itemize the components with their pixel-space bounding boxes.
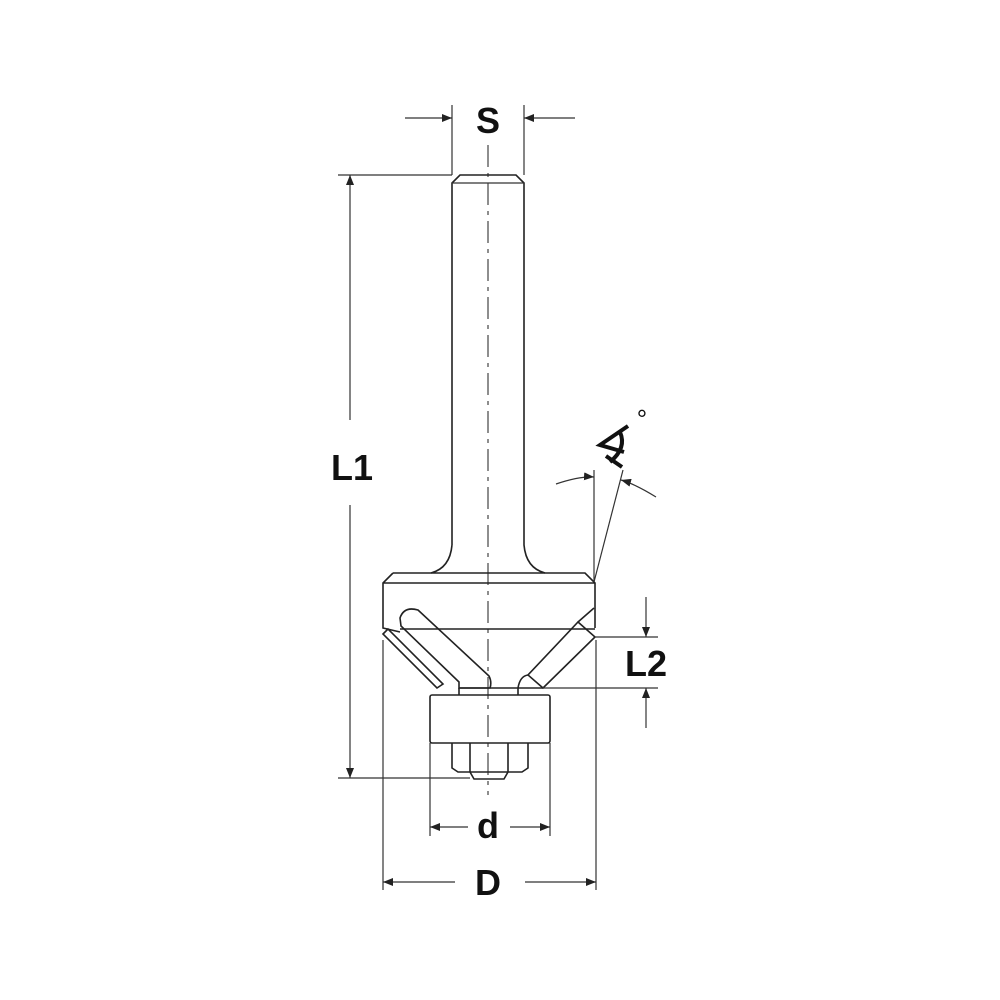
dimension-D: D <box>382 640 597 903</box>
label-s: S <box>476 100 500 141</box>
dimension-l2: L2 <box>543 597 667 728</box>
label-D: D <box>475 862 501 903</box>
nut <box>451 743 529 780</box>
left-insert <box>381 627 445 690</box>
dimension-l1: L1 <box>331 174 470 779</box>
dimension-s: S <box>405 100 575 175</box>
degree-symbol: ° <box>637 404 647 434</box>
collar <box>382 572 596 633</box>
label-d: d <box>477 805 499 846</box>
label-l1: L1 <box>331 447 373 488</box>
angle-icon <box>595 424 630 469</box>
dimension-angle: ° <box>555 404 657 583</box>
dimension-d: d <box>429 743 551 846</box>
right-insert <box>526 620 597 690</box>
left-blade <box>399 608 492 689</box>
label-l2: L2 <box>625 643 667 684</box>
bearing <box>429 694 551 744</box>
shank <box>430 174 546 574</box>
